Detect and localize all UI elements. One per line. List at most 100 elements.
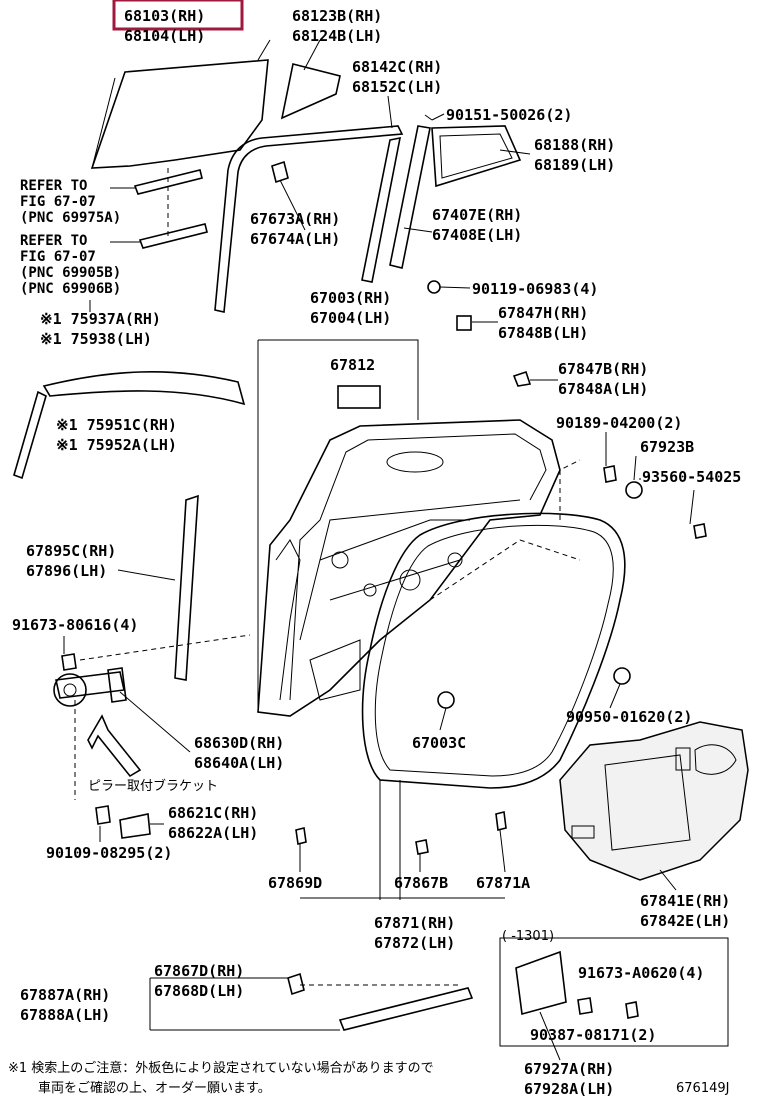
label-68124: 68124B(LH) xyxy=(292,27,382,45)
clip-67871a xyxy=(495,811,507,831)
part-labels: 68103(RH) 68104(LH) 68123B(RH) 68124B(LH… xyxy=(8,7,741,1098)
label-90109: 90109-08295(2) xyxy=(46,844,172,862)
label-68622: 68622A(LH) xyxy=(168,824,258,842)
label-67896: 67896(LH) xyxy=(26,562,107,580)
ref1-line2: FIG 67-07 xyxy=(20,194,96,210)
label-pillar-bracket: ピラー取付ブラケット xyxy=(88,778,218,794)
glass-run-bracket-lower xyxy=(138,223,208,249)
rocker-moulding xyxy=(338,987,474,1031)
label-67841: 67841E(RH) xyxy=(640,892,730,910)
label-67812: 67812 xyxy=(330,356,375,374)
label-67871a: 67871A xyxy=(476,874,530,892)
label-68123: 68123B(RH) xyxy=(292,7,382,25)
stopper-67847h xyxy=(456,315,472,331)
footnote-line2: 車両をご確認の上、オーダー願います。 xyxy=(38,1080,271,1096)
pillar-bracket-arrow xyxy=(87,714,142,778)
label-75937: ※1 75937A(RH) xyxy=(40,310,161,328)
label-68189: 68189(LH) xyxy=(534,156,615,174)
door-weatherstrip-front xyxy=(174,494,199,681)
label-68103: 68103(RH) xyxy=(124,7,205,25)
label-90950: 90950-01620(2) xyxy=(566,708,692,726)
ref2-line1: REFER TO xyxy=(20,233,87,249)
label-68188: 68188(RH) xyxy=(534,136,615,154)
label-90119: 90119-06983(4) xyxy=(472,280,598,298)
label-91673: 91673-80616(4) xyxy=(12,616,138,634)
service-hole-cover xyxy=(559,721,749,881)
label-67408: 67408E(LH) xyxy=(432,226,522,244)
label-68621: 68621C(RH) xyxy=(168,804,258,822)
plug-90950 xyxy=(613,667,631,685)
label-90151: 90151-50026(2) xyxy=(446,106,572,124)
ref2-line3: (PNC 69905B) xyxy=(20,265,121,281)
label-90189: 90189-04200(2) xyxy=(556,414,682,432)
clip-67867b xyxy=(415,839,429,855)
label-67003: 67003(RH) xyxy=(310,289,391,307)
label-67872: 67872(LH) xyxy=(374,934,455,952)
label-68142: 68142C(RH) xyxy=(352,58,442,76)
ref1-line1: REFER TO xyxy=(20,178,87,194)
label-67867d: 67867D(RH) xyxy=(154,962,244,980)
cushion-67923b xyxy=(625,481,643,499)
label-67003c: 67003C xyxy=(412,734,466,752)
door-frame-run xyxy=(214,125,404,313)
glass-run-bracket-upper xyxy=(133,169,203,195)
bolt-67003c xyxy=(437,691,455,709)
label-68630: 68630D(RH) xyxy=(194,734,284,752)
division-bar xyxy=(389,125,431,269)
label-68104: 68104(LH) xyxy=(124,27,205,45)
label-67923: 67923B xyxy=(640,438,694,456)
label-67673: 67673A(RH) xyxy=(250,210,340,228)
door-glass xyxy=(90,59,269,169)
label-date-range: ( -1301) xyxy=(502,929,554,944)
screw-90189 xyxy=(603,465,617,483)
pillar-garnish xyxy=(13,390,47,480)
quarter-glass xyxy=(280,63,341,120)
label-67867b: 67867B xyxy=(394,874,448,892)
screw-93560 xyxy=(693,523,707,539)
label-67869: 67869D xyxy=(268,874,322,892)
lower-bracket xyxy=(515,950,567,1016)
clip-67869d xyxy=(295,827,307,845)
label-68152: 68152C(LH) xyxy=(352,78,442,96)
label-67842: 67842E(LH) xyxy=(640,912,730,930)
door-weatherstrip xyxy=(361,512,626,789)
footnote-line1: ※1 検索上のご注意：外板色により設定されていない場合がありますので xyxy=(8,1060,434,1076)
label-67927: 67927A(RH) xyxy=(524,1060,614,1078)
label-67674: 67674A(LH) xyxy=(250,230,340,248)
label-75938: ※1 75938(LH) xyxy=(40,330,152,348)
highlight-box[interactable] xyxy=(112,0,244,31)
label-67847h: 67847H(RH) xyxy=(498,304,588,322)
label-67888: 67888A(LH) xyxy=(20,1006,110,1024)
bolt-90119 xyxy=(427,280,441,294)
label-67407: 67407E(RH) xyxy=(432,206,522,224)
ref2-line2: FIG 67-07 xyxy=(20,249,96,265)
label-93560: 93560-54025 xyxy=(642,468,741,486)
label-67887: 67887A(RH) xyxy=(20,986,110,1004)
label-67004: 67004(LH) xyxy=(310,309,391,327)
label-68640: 68640A(LH) xyxy=(194,754,284,772)
label-67812 xyxy=(337,385,381,409)
belt-moulding xyxy=(42,371,246,406)
label-67895: 67895C(RH) xyxy=(26,542,116,560)
label-67871: 67871(RH) xyxy=(374,914,455,932)
label-75952: ※1 75952A(LH) xyxy=(56,436,177,454)
date-range-box xyxy=(499,937,729,1047)
rear-door-panel xyxy=(257,419,561,717)
leader-lines xyxy=(63,39,695,1061)
figure-code: 676149J xyxy=(676,1081,729,1096)
ref1-line3: (PNC 69975A) xyxy=(20,210,121,226)
label-67848a: 67848A(LH) xyxy=(558,380,648,398)
stopper-67847b xyxy=(512,370,532,387)
label-75951: ※1 75951C(RH) xyxy=(56,416,177,434)
label-67848b: 67848B(LH) xyxy=(498,324,588,342)
ref2-line4: (PNC 69906B) xyxy=(20,281,121,297)
check-bracket xyxy=(119,813,151,839)
rear-quarter-glass-frame xyxy=(431,125,522,188)
label-91673a: 91673-A0620(4) xyxy=(578,964,704,982)
label-90387: 90387-08171(2) xyxy=(530,1026,656,1044)
label-67868d: 67868D(LH) xyxy=(154,982,244,1000)
clip-67673 xyxy=(271,160,289,184)
label-67928: 67928A(LH) xyxy=(524,1080,614,1098)
label-67847b: 67847B(RH) xyxy=(558,360,648,378)
